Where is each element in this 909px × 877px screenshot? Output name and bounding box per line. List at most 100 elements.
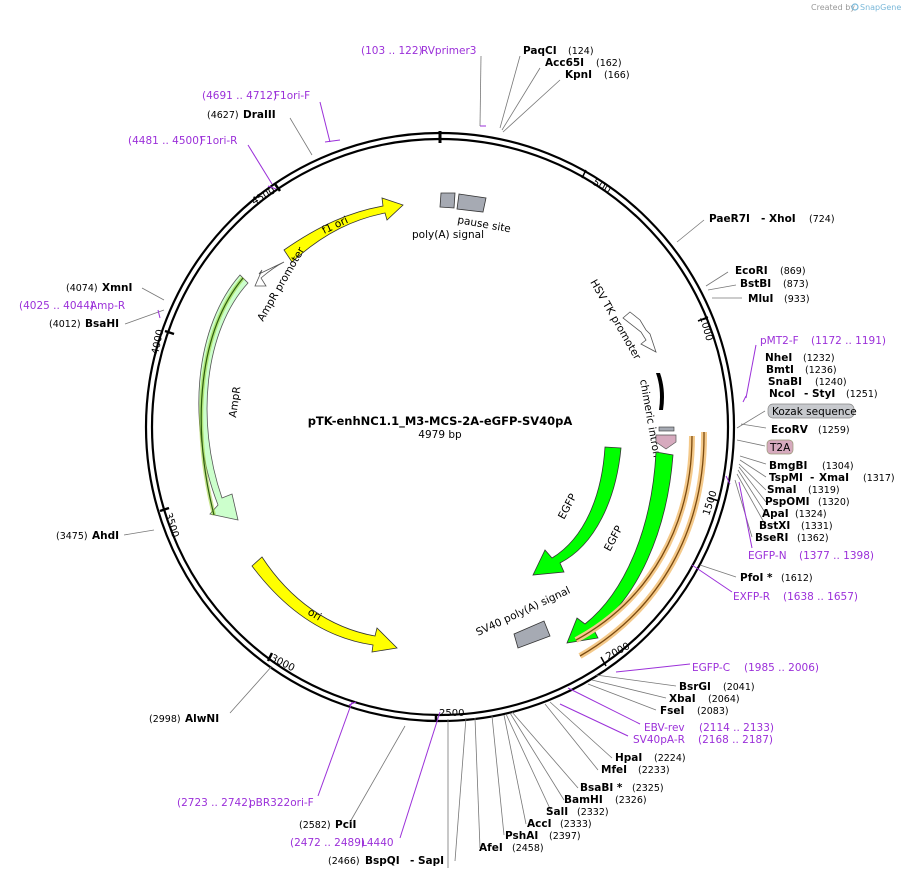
bsahi-name[interactable]: BsaHI [85, 318, 119, 330]
bseri-name[interactable]: BseRI [755, 532, 788, 544]
mlui-pos: (933) [784, 294, 810, 305]
alwni-pos: (2998) [149, 714, 181, 725]
sv40-polyA-block[interactable] [513, 620, 551, 649]
xmni-name[interactable]: XmnI [102, 282, 132, 294]
bstbi-name[interactable]: BstBI [740, 278, 771, 290]
f1-ori-label: f1 ori [320, 214, 350, 236]
bsahi-pos: (4012) [49, 319, 81, 330]
polyA-signal-label: poly(A) signal [412, 229, 484, 241]
bstxi-name[interactable]: BstXI [759, 520, 790, 532]
kpni-name[interactable]: KpnI [565, 69, 592, 81]
bsabi-name[interactable]: BsaBI * [580, 782, 623, 794]
egfp-inner-arrow[interactable] [532, 446, 622, 576]
pspomi-name[interactable]: PspOMI [765, 496, 810, 508]
bstxi-pos: (1331) [801, 521, 833, 532]
egfp-primer-line-outer [579, 431, 705, 657]
ori-label: ori [306, 606, 324, 623]
kozak-label: Kozak sequence [772, 406, 857, 418]
sv40par-name[interactable]: SV40pA-R [633, 734, 685, 746]
chimeric-intron-label: chimeric intron [637, 378, 663, 458]
hsv-tk-promoter-arrow[interactable] [622, 311, 657, 353]
pfoi-name[interactable]: PfoI * [740, 572, 773, 584]
ampr-promoter-arrow[interactable] [254, 261, 285, 287]
bmti-name[interactable]: BmtI [766, 364, 794, 376]
acc65i-name[interactable]: Acc65I [545, 57, 584, 69]
alwni-name[interactable]: AlwNI [185, 713, 219, 725]
ahdi-name[interactable]: AhdI [92, 530, 119, 542]
ecorv-name[interactable]: EcoRV [771, 424, 809, 436]
sali-name[interactable]: SalI [546, 806, 568, 818]
xbai-name[interactable]: XbaI [669, 693, 696, 705]
bspqi-name[interactable]: BspQI [365, 855, 400, 867]
amp-r-name[interactable]: Amp-R [90, 300, 125, 312]
leader-lines [123, 55, 767, 868]
fsei-name[interactable]: FseI [660, 705, 684, 717]
draiii-pos: (4627) [207, 110, 239, 121]
l4440-name[interactable]: L4440 [361, 837, 394, 849]
fsei-pos: (2083) [697, 706, 729, 717]
pshai-name[interactable]: PshAI [505, 830, 538, 842]
smai-name[interactable]: SmaI [767, 484, 797, 496]
mlui-name[interactable]: MluI [748, 293, 773, 305]
pbr322-name[interactable]: pBR322ori-F [249, 797, 314, 809]
egfp-outer-label: EGFP [602, 524, 625, 554]
bsabi-pos: (2325) [632, 783, 664, 794]
t2a-badge[interactable] [766, 439, 794, 455]
pbr322-pos: (2723 .. 2742) [177, 797, 252, 809]
egfpn-name[interactable]: EGFP-N [748, 550, 787, 562]
mfei-name[interactable]: MfeI [601, 764, 627, 776]
apai-pos: (1324) [795, 509, 827, 520]
styi-name[interactable]: StyI [812, 388, 835, 400]
egfpn-pos: (1377 .. 1398) [799, 550, 874, 562]
kozak-badge[interactable] [767, 403, 855, 419]
bstbi-pos: (873) [783, 279, 809, 290]
ecori-name[interactable]: EcoRI [735, 265, 768, 277]
primer-leader-lines [157, 101, 757, 839]
ebvrev-name[interactable]: EBV-rev [644, 722, 685, 734]
afei-name[interactable]: AfeI [479, 842, 503, 854]
nhei-pos: (1232) [803, 353, 835, 364]
ori-arrow[interactable] [251, 556, 398, 653]
ncoi-sep: - [804, 388, 808, 400]
paqci-pos: (124) [568, 46, 594, 57]
xhoi-name[interactable]: XhoI [769, 213, 796, 225]
acci-name[interactable]: AccI [527, 818, 551, 830]
bmgbi-name[interactable]: BmgBI [769, 460, 807, 472]
nhei-name[interactable]: NheI [765, 352, 792, 364]
tspmi-name[interactable]: TspMI [769, 472, 803, 484]
bamhi-name[interactable]: BamHI [564, 794, 603, 806]
polyA-signal-block[interactable] [439, 192, 456, 209]
t2a-label: T2A [769, 442, 791, 454]
hpai-name[interactable]: HpaI [615, 752, 642, 764]
kozak-mark[interactable] [658, 426, 675, 432]
draiii-name[interactable]: DraIII [243, 109, 276, 121]
pause-site-block[interactable] [456, 193, 487, 213]
egfpc-name[interactable]: EGFP-C [692, 662, 730, 674]
snabi-name[interactable]: SnaBI [768, 376, 802, 388]
f1ori-f-name[interactable]: F1ori-F [274, 90, 310, 102]
paqci-name[interactable]: PaqCI [523, 45, 557, 57]
xmai-name[interactable]: XmaI [819, 472, 849, 484]
tick-2500: 2500 [439, 708, 464, 719]
chimeric-intron-block[interactable] [656, 373, 664, 410]
rvprimer3-name[interactable]: RVprimer3 [421, 45, 477, 57]
ncoi-name[interactable]: NcoI [769, 388, 795, 400]
t2a-arrow[interactable] [655, 434, 677, 450]
egfp-outer-arrow[interactable] [566, 451, 674, 644]
paer7i-name[interactable]: PaeR7I [709, 213, 750, 225]
apai-name[interactable]: ApaI [762, 508, 789, 520]
pmt2f-name[interactable]: pMT2-F [760, 335, 799, 347]
tick-3500: 3500 [162, 512, 180, 540]
hpai-pos: (2224) [654, 753, 686, 764]
sapi-name[interactable]: SapI [418, 855, 444, 867]
pshai-pos: (2397) [549, 831, 581, 842]
f1ori-r-name[interactable]: F1ori-R [200, 135, 237, 147]
exfpr-name[interactable]: EXFP-R [733, 591, 770, 603]
bsrgi-name[interactable]: BsrGI [679, 681, 711, 693]
tick-2000: 2000 [604, 641, 632, 663]
credit-brand: SnapGene [860, 3, 901, 12]
ecorv-pos: (1259) [818, 425, 850, 436]
f1-ori-arrow[interactable] [283, 197, 404, 263]
pcii-name[interactable]: PciI [335, 819, 356, 831]
